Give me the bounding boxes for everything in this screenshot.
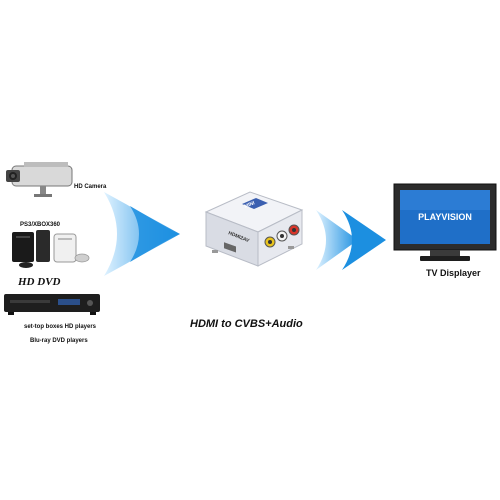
tv-label: TV Displayer bbox=[426, 268, 481, 278]
dvd-player-image bbox=[4, 294, 100, 315]
hd-dvd-logo: HD DVD bbox=[18, 276, 61, 288]
bluray-label: Blu-ray DVD players bbox=[30, 338, 88, 344]
tv-image: PLAYVISION bbox=[393, 183, 497, 261]
caption: HDMI to CVBS+Audio bbox=[190, 318, 303, 330]
arrow-icon bbox=[316, 210, 386, 270]
settop-label: set-top boxes HD players bbox=[24, 324, 97, 330]
arrow-icon bbox=[104, 192, 180, 276]
converter-box-image: MINI HDMI2AV bbox=[204, 191, 304, 267]
tv-screen-text: PLAYVISION bbox=[418, 212, 472, 222]
camera-label: HD Camera bbox=[74, 184, 107, 190]
game-consoles-image bbox=[12, 230, 90, 268]
console-label: PS3/XBOX360 bbox=[20, 222, 61, 228]
converter-badge-label: MINI bbox=[244, 200, 257, 210]
hd-camera-image bbox=[6, 162, 73, 197]
